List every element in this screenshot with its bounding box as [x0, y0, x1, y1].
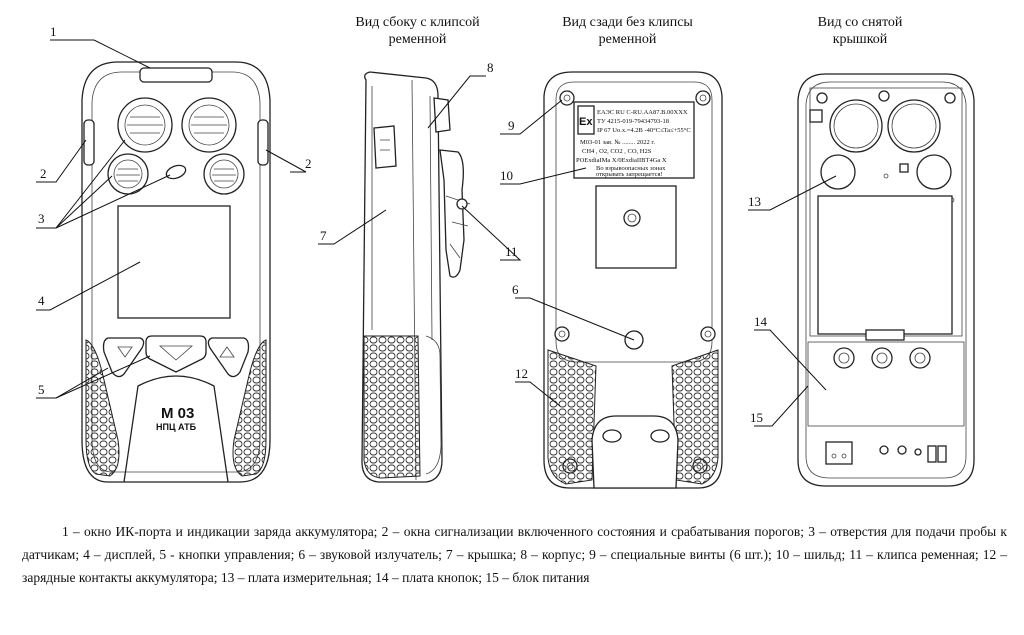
- callout-15: 15: [750, 410, 763, 425]
- legend-caption: 1 – окно ИК-порта и индикации заряда акк…: [22, 524, 1007, 585]
- callout-numbers: 1 2 2 3 4 5 6 7 8 9 10 11 12 13 14 15: [38, 24, 768, 425]
- side-grip: [363, 335, 421, 479]
- callout-4: 4: [38, 293, 45, 308]
- front-body-outline: [81, 61, 271, 483]
- back-view: Ex ЕАЭС RU С-RU.АА87.В.00XXX ТУ 4215-019…: [543, 71, 723, 489]
- leader-lines: [36, 39, 837, 427]
- front-grip-left: [85, 339, 120, 477]
- callout-9: 9: [508, 118, 515, 133]
- plate-line-1: ЕАЭС RU С-RU.АА87.В.00XXX: [597, 109, 688, 116]
- plate-line-6: POExdiaIMa X/0ExdiaIIBT4Ga X: [576, 157, 667, 164]
- callout-5: 5: [38, 382, 45, 397]
- back-grip-right: [671, 349, 719, 485]
- nameplate: Ex ЕАЭС RU С-RU.АА87.В.00XXX ТУ 4215-019…: [573, 101, 695, 179]
- side-view-title: Вид сбоку с клипсой ременной: [355, 15, 480, 47]
- callout-8: 8: [487, 60, 494, 75]
- plate-line-4: М03-01 зав. № ........ 2022 г.: [580, 139, 655, 146]
- control-buttons: [102, 335, 250, 378]
- front-logo-main: М 03: [161, 405, 194, 422]
- callout-3: 3: [38, 211, 45, 226]
- open-view-display: [817, 195, 953, 335]
- back-view-title: Вид сзади без клипсы ременной: [562, 15, 693, 47]
- plate-line-8: открывать запрещается!: [596, 171, 663, 178]
- plate-line-5: CH4 , O2, CO2 , CO, H2S: [582, 148, 652, 155]
- belt-clip: [439, 149, 465, 278]
- callout-1: 1: [50, 24, 57, 39]
- front-view: М 03 НПЦ АТБ: [81, 61, 271, 483]
- plate-ex-mark: Ex: [579, 116, 593, 128]
- power-unit: [825, 441, 947, 465]
- clip-mount: [595, 185, 677, 269]
- alarm-window-left: [83, 119, 95, 166]
- front-grip-right: [232, 339, 267, 477]
- button-board: [807, 341, 965, 427]
- callout-11: 11: [505, 244, 518, 259]
- charging-contacts-block: [591, 415, 679, 489]
- plate-line-2: ТУ 4215-019-79434793-18: [597, 118, 669, 125]
- front-logo-sub: НПЦ АТБ: [156, 422, 197, 432]
- measuring-board: [809, 87, 963, 341]
- callout-13: 13: [748, 194, 761, 209]
- front-display: [117, 205, 231, 319]
- callout-10: 10: [500, 168, 513, 183]
- plate-line-7: Во взрывоопасных зонах: [596, 165, 666, 172]
- ir-port-window: [139, 67, 213, 83]
- callout-6: 6: [512, 282, 519, 297]
- back-body-outline: [543, 71, 723, 489]
- sensor-holes: [107, 97, 245, 195]
- callout-2-right: 2: [305, 156, 312, 171]
- side-view: [361, 71, 471, 483]
- callout-12: 12: [515, 366, 528, 381]
- back-grip-left: [547, 349, 597, 485]
- side-body-outline: [361, 71, 443, 483]
- open-view-title: Вид со снятой крышкой: [817, 15, 903, 47]
- alarm-window-right: [257, 119, 269, 166]
- open-view: [797, 73, 975, 487]
- open-body-outline: [797, 73, 975, 487]
- callout-7: 7: [320, 228, 327, 243]
- device-technical-drawing: М 03 НПЦ АТБ Ex ЕА: [36, 24, 975, 489]
- callout-14: 14: [754, 314, 768, 329]
- callout-2-left: 2: [40, 166, 47, 181]
- side-latch: [373, 125, 397, 169]
- plate-line-3: IP 67 Uo.x.=4.2В -40°С≤Ta≤+55°С: [597, 127, 691, 134]
